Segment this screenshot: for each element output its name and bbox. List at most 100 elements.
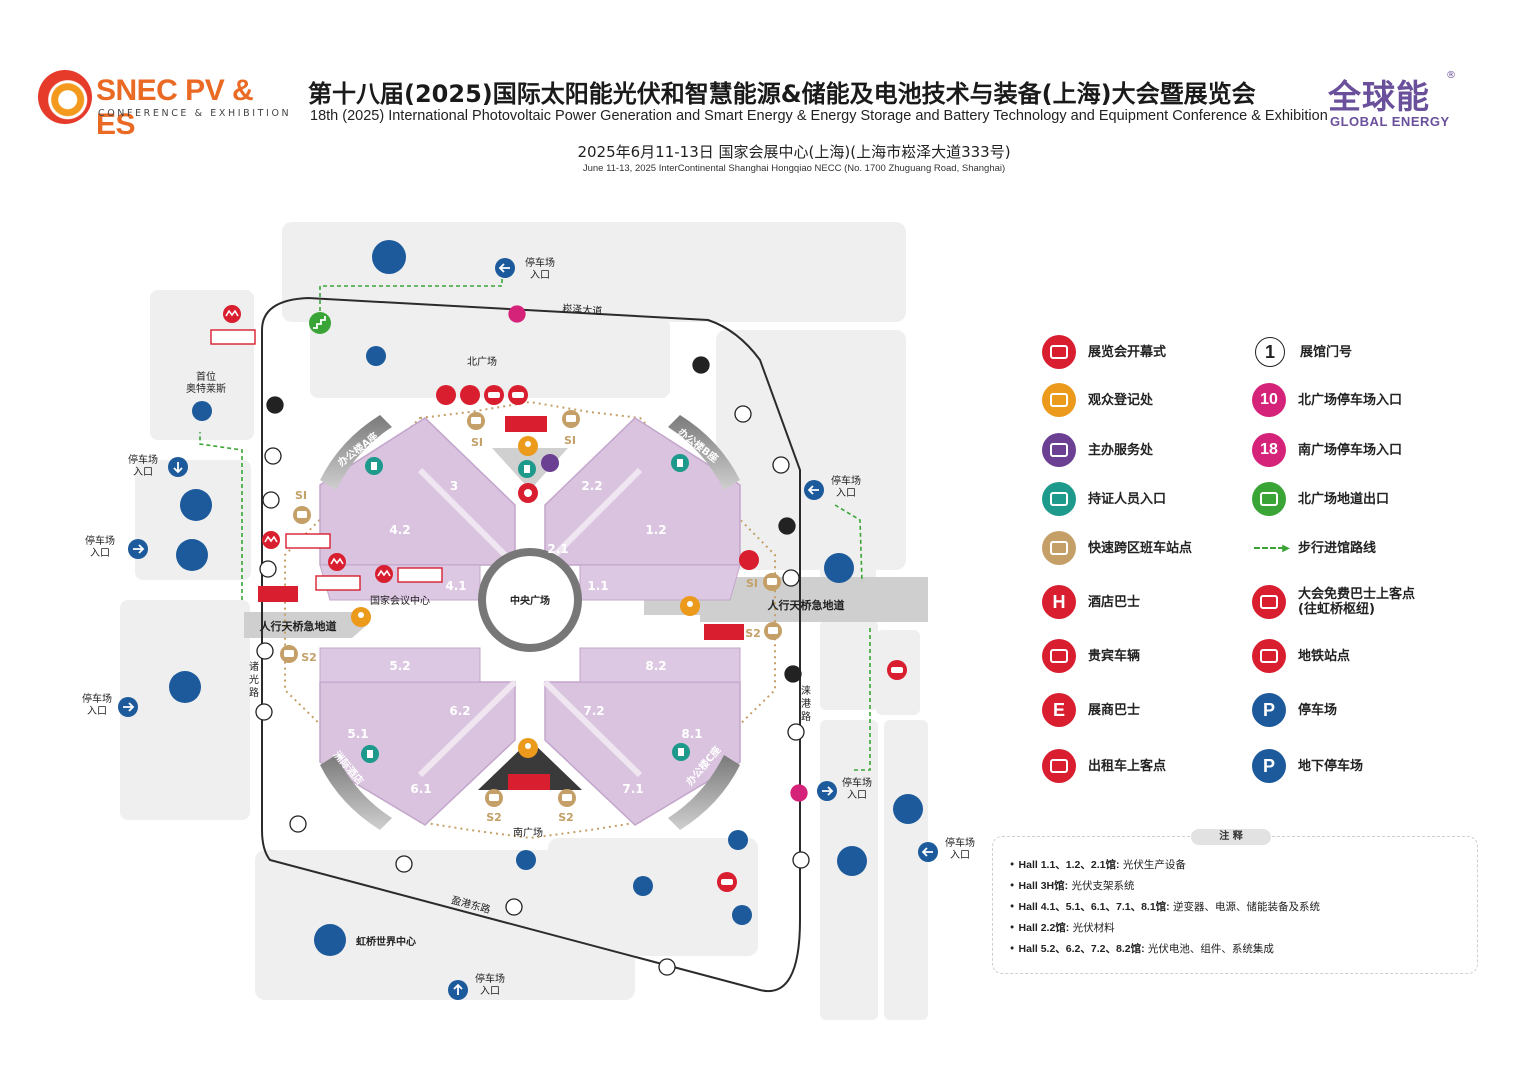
gate-15[interactable] [782,569,800,587]
underground-parking-1[interactable] [516,850,536,870]
legend-item-walking-route: ▶步行进馆路线 [1252,531,1376,565]
bus-symbol-0[interactable] [436,385,456,405]
snec-swirl-icon [38,70,92,124]
shuttle-si-west-glyph [297,511,307,518]
hall-label-3: 3 [450,479,458,493]
gate-12[interactable] [734,405,752,423]
registered-mark: ® [1446,70,1456,81]
hall-divider-ne [542,467,643,568]
metro-exit-6[interactable] [285,533,331,549]
metro-exit-5[interactable] [315,575,361,591]
hotel-bus-icon: H [1042,585,1076,619]
snec-sub-text: CONFERENCE & EXHIBITION [98,108,292,119]
note-halls: Hall 4.1、5.1、6.1、7.1、8.1馆: [1018,901,1170,913]
note-row: • Hall 5.2、6.2、7.2、8.2馆: 光伏电池、组件、系统集成 [1009,943,1274,955]
exhibitor-bus-east[interactable] [739,550,759,570]
note-row: • Hall 3H馆: 光伏支架系统 [1009,880,1135,892]
walk-route-east-south [852,628,871,771]
parking-icon-2[interactable] [732,905,752,925]
legend-label: 大会免费巴士上客点 (往虹桥枢纽) [1298,587,1416,617]
hall-label-2-1: 2.1 [547,542,568,556]
parking-icon-0[interactable] [366,346,386,366]
gate-6[interactable] [259,560,277,578]
block-east-north [716,330,906,570]
underground-parking-icon: P [1252,749,1286,783]
gate-2[interactable] [395,855,413,873]
legend-label: 展览会开幕式 [1088,344,1167,360]
legend-label: 展馆门号 [1300,344,1353,360]
north-underpass-exit[interactable] [309,312,331,334]
block-south-east [548,838,758,956]
east-entrance[interactable] [704,624,744,640]
parking-p7[interactable] [837,846,867,876]
legend-label: 观众登记处 [1088,392,1154,408]
legend-label: 贵宾车辆 [1088,648,1141,664]
parking-icon-1[interactable] [728,830,748,850]
gate-19[interactable] [792,851,810,869]
parking-p3[interactable] [180,489,212,521]
parking-p2[interactable] [176,539,208,571]
road-laigang-label: 路 [801,710,811,723]
gate-9[interactable] [266,396,284,414]
badge-entrance-1-glyph [371,462,377,470]
south-entrance[interactable] [508,774,550,790]
hall-notes: 注 释 • Hall 1.1、1.2、2.1馆: 光伏生产设备• Hall 3H… [992,829,1478,974]
gate-13[interactable] [772,456,790,474]
north-entrance[interactable] [505,416,547,432]
parking-p8[interactable] [893,794,923,824]
gate-1[interactable] [505,898,523,916]
parking-entry-p1-label: 停车场 [82,692,112,705]
gate-3[interactable] [289,815,307,833]
parking-p1[interactable] [169,671,201,703]
gate-11[interactable] [692,356,710,374]
gate-14[interactable] [778,517,796,535]
north-parking-entrance-symbol: 10 [1260,391,1278,408]
gate-18[interactable] [790,784,808,802]
parking-p4[interactable] [314,924,346,956]
parking-entry-p7-label: 停车场 [842,776,872,789]
gate-5[interactable] [256,642,274,660]
metro-station-icon [1252,639,1286,673]
gate-17[interactable] [787,723,805,741]
shuttle-stop-glyph [1050,541,1068,555]
gate-16[interactable] [784,665,802,683]
note-desc: 光伏电池、组件、系统集成 [1144,943,1274,955]
bus-symbol-1[interactable] [460,385,480,405]
opening-ceremony-icon [1042,335,1076,369]
national-conference-center-label: 国家会议中心 [370,594,430,607]
parking-p15[interactable] [372,240,406,274]
gate-4[interactable] [255,703,273,721]
shuttle-si-west-label: SI [295,489,307,502]
legend-label: 地下停车场 [1298,758,1364,774]
block-east-mid [820,620,878,710]
underground-parking-2[interactable] [633,876,653,896]
road-zhuguang-label: 诸 [249,661,259,673]
vehicle-symbol-2-glyph [891,667,903,673]
metro-exit-4[interactable] [397,567,443,583]
north-underpass-exit-icon [1252,482,1286,516]
visitor-registration-2-glyph [687,601,693,607]
note-desc: 光伏生产设备 [1119,859,1186,871]
shuttle-si-east-glyph [767,578,777,585]
parking-entry-north-arrow [498,263,510,273]
legend-label: 北广场停车场入口 [1298,392,1403,408]
legend-item-north-parking-entrance: 10 北广场停车场入口 [1252,383,1402,417]
block-north [282,222,906,322]
organizer-service[interactable] [541,454,559,472]
south-plaza-label: 南广场 [513,826,543,839]
date-venue-english: June 11-13, 2025 InterContinental Shangh… [582,163,1006,174]
gate-10[interactable] [508,305,526,323]
visitor-registration-0-glyph [525,441,531,447]
hall-81-wing [579,647,741,683]
parking-p5[interactable] [824,553,854,583]
gate-7[interactable] [262,491,280,509]
metro-exit-2[interactable] [210,329,256,345]
gate-8[interactable] [264,447,282,465]
west-entrance[interactable] [258,586,298,602]
gate-20[interactable] [658,958,676,976]
underground-parking-0[interactable] [192,401,212,421]
